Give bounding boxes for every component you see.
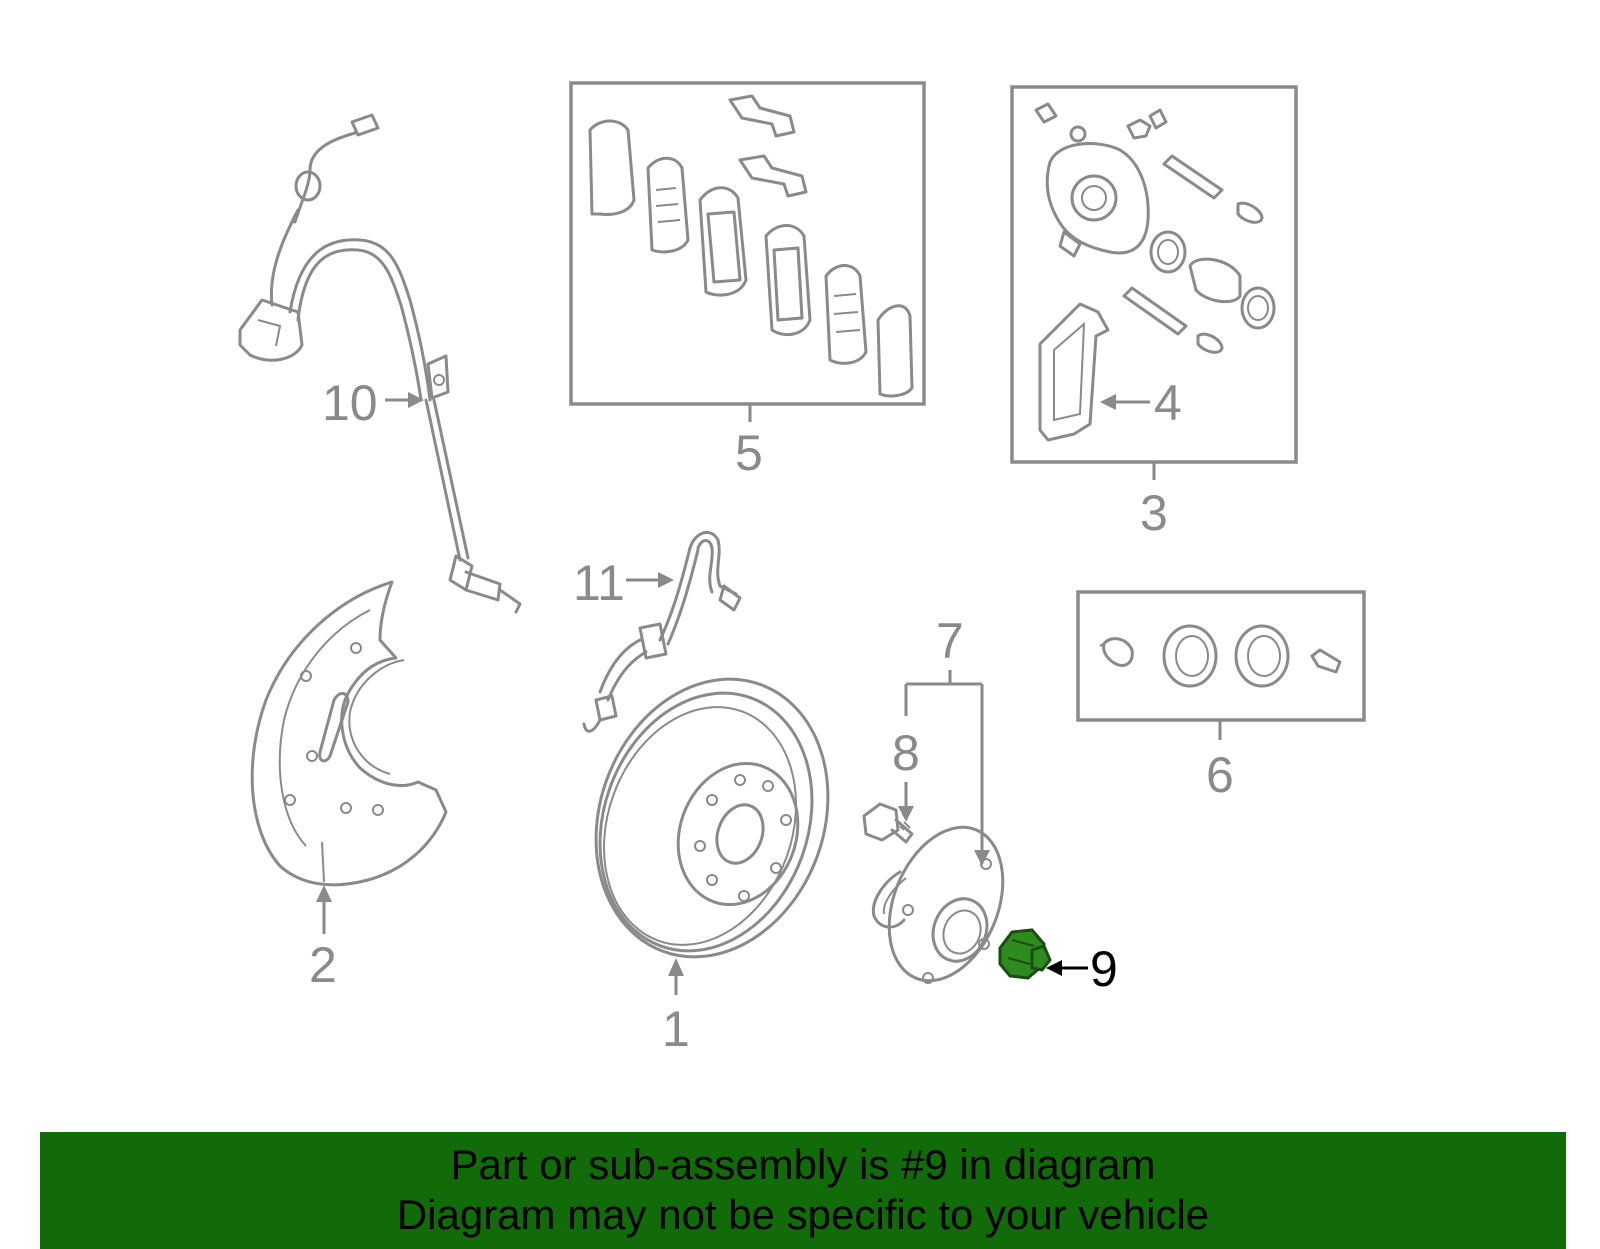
part-10-abs-sensor <box>238 113 522 614</box>
svg-text:1: 1 <box>662 1001 690 1057</box>
part-7-hub <box>871 825 1005 984</box>
callout-3: 3 <box>1140 462 1168 541</box>
info-banner: Part or sub-assembly is #9 in diagram Di… <box>40 1132 1566 1249</box>
svg-text:5: 5 <box>735 425 763 481</box>
svg-text:8: 8 <box>892 725 920 781</box>
svg-text:9: 9 <box>1090 941 1118 997</box>
part-1-brake-rotor <box>594 677 830 959</box>
callout-10: 10 <box>322 375 424 431</box>
callout-6: 6 <box>1206 720 1234 803</box>
callout-7: 7 <box>904 613 990 866</box>
svg-text:2: 2 <box>309 937 337 993</box>
part-2-dust-shield <box>250 580 448 887</box>
banner-line-1: Part or sub-assembly is #9 in diagram <box>450 1141 1156 1188</box>
part-6-seal-kit <box>1076 590 1366 722</box>
svg-text:3: 3 <box>1140 485 1168 541</box>
part-3-caliper <box>1010 85 1298 464</box>
part-5-brake-pads <box>569 81 926 406</box>
banner-line-2: Diagram may not be specific to your vehi… <box>396 1191 1210 1238</box>
callout-1: 1 <box>662 958 690 1057</box>
part-9-hub-nut <box>998 928 1052 980</box>
callout-11: 11 <box>573 555 674 611</box>
svg-text:10: 10 <box>322 375 378 431</box>
callout-5: 5 <box>735 404 763 481</box>
part-8-wheel-stud <box>862 802 914 844</box>
svg-text:6: 6 <box>1206 747 1234 803</box>
svg-text:4: 4 <box>1154 375 1182 431</box>
parts-diagram: 5 4 3 10 <box>238 81 1366 1057</box>
callout-9: 9 <box>1046 941 1118 997</box>
svg-text:7: 7 <box>936 613 964 669</box>
svg-text:11: 11 <box>573 555 625 611</box>
callout-2: 2 <box>309 885 337 993</box>
callout-8: 8 <box>892 725 920 822</box>
part-11-sensor-lead <box>582 531 742 733</box>
callout-4: 4 <box>1100 375 1182 431</box>
